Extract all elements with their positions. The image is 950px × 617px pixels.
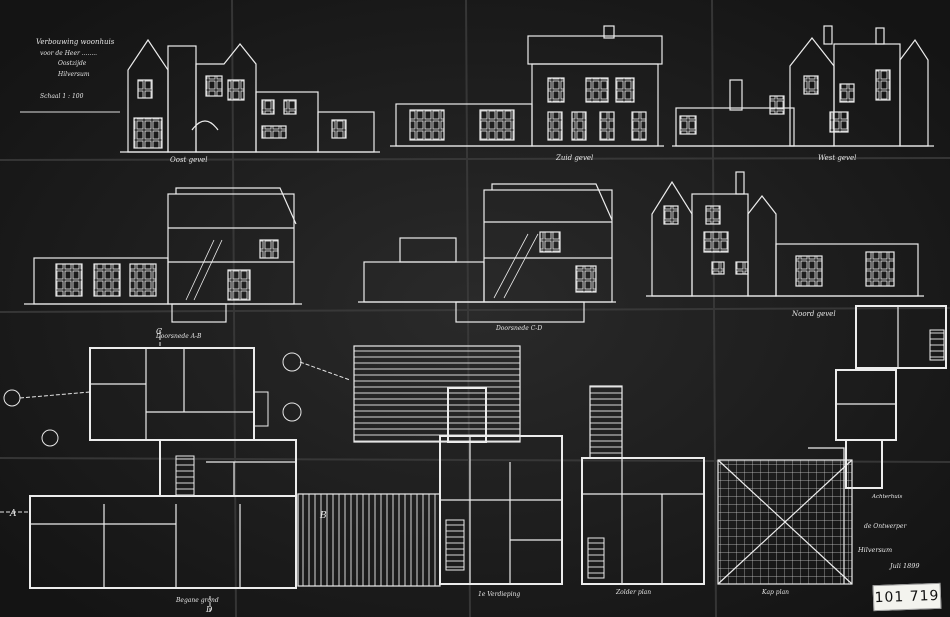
view-label-plan-ground: Begane grond <box>175 597 219 604</box>
title-block: Verbouwing woonhuis voor de Heer .......… <box>36 38 115 100</box>
view-label-plan-annex: Achterhuis <box>871 494 903 500</box>
archive-number-label: 101 719 <box>872 582 942 612</box>
terrace-hatched <box>353 345 521 443</box>
signature-line-1: de Ontwerper <box>864 523 907 530</box>
view-label-plan-first: 1e Verdieping <box>478 591 520 598</box>
header-line-3: Oostzijde <box>58 60 87 67</box>
view-label-plan-roof: Kap plan <box>761 589 789 596</box>
section-a-b <box>24 187 302 323</box>
header-line-2: voor de Heer ........ <box>40 50 97 57</box>
view-label-section-1: Doorsnede A-B <box>155 333 202 340</box>
view-label-plan-attic: Zolder plan <box>615 589 651 596</box>
plan-annex <box>835 305 947 489</box>
marker-c: C <box>156 327 162 336</box>
plan-attic <box>581 385 705 585</box>
signature-line-2: Hilversum <box>857 546 892 554</box>
elevation-west <box>672 25 934 147</box>
section-c-d <box>358 183 616 323</box>
elevation-south <box>390 25 664 147</box>
elevation-north <box>646 171 924 297</box>
view-label-elev-1: Oost gevel <box>170 156 208 164</box>
plan-first-floor <box>439 387 563 585</box>
view-label-elev-3: West gevel <box>818 154 856 162</box>
plan-ground-floor <box>29 347 297 589</box>
veranda-hatched <box>297 493 441 587</box>
signature-line-3: Juli 1899 <box>888 562 920 570</box>
view-label-elev-4: Noord gevel <box>791 310 836 318</box>
marker-d: D <box>205 605 213 614</box>
signature-block: de Ontwerper Hilversum Juli 1899 <box>857 523 920 570</box>
marker-a: A <box>9 509 17 519</box>
view-label-elev-2: Zuid gevel <box>555 154 593 162</box>
marker-b: B <box>319 511 327 521</box>
view-label-section-2: Doorsnede C-D <box>495 325 542 332</box>
section-markers <box>0 330 351 612</box>
header-line-4: Hilversum <box>57 71 90 78</box>
header-line-1: Verbouwing woonhuis <box>36 38 115 46</box>
scale-label: Schaal 1 : 100 <box>40 93 84 100</box>
plan-roof <box>717 447 853 585</box>
elevation-east <box>120 38 380 153</box>
